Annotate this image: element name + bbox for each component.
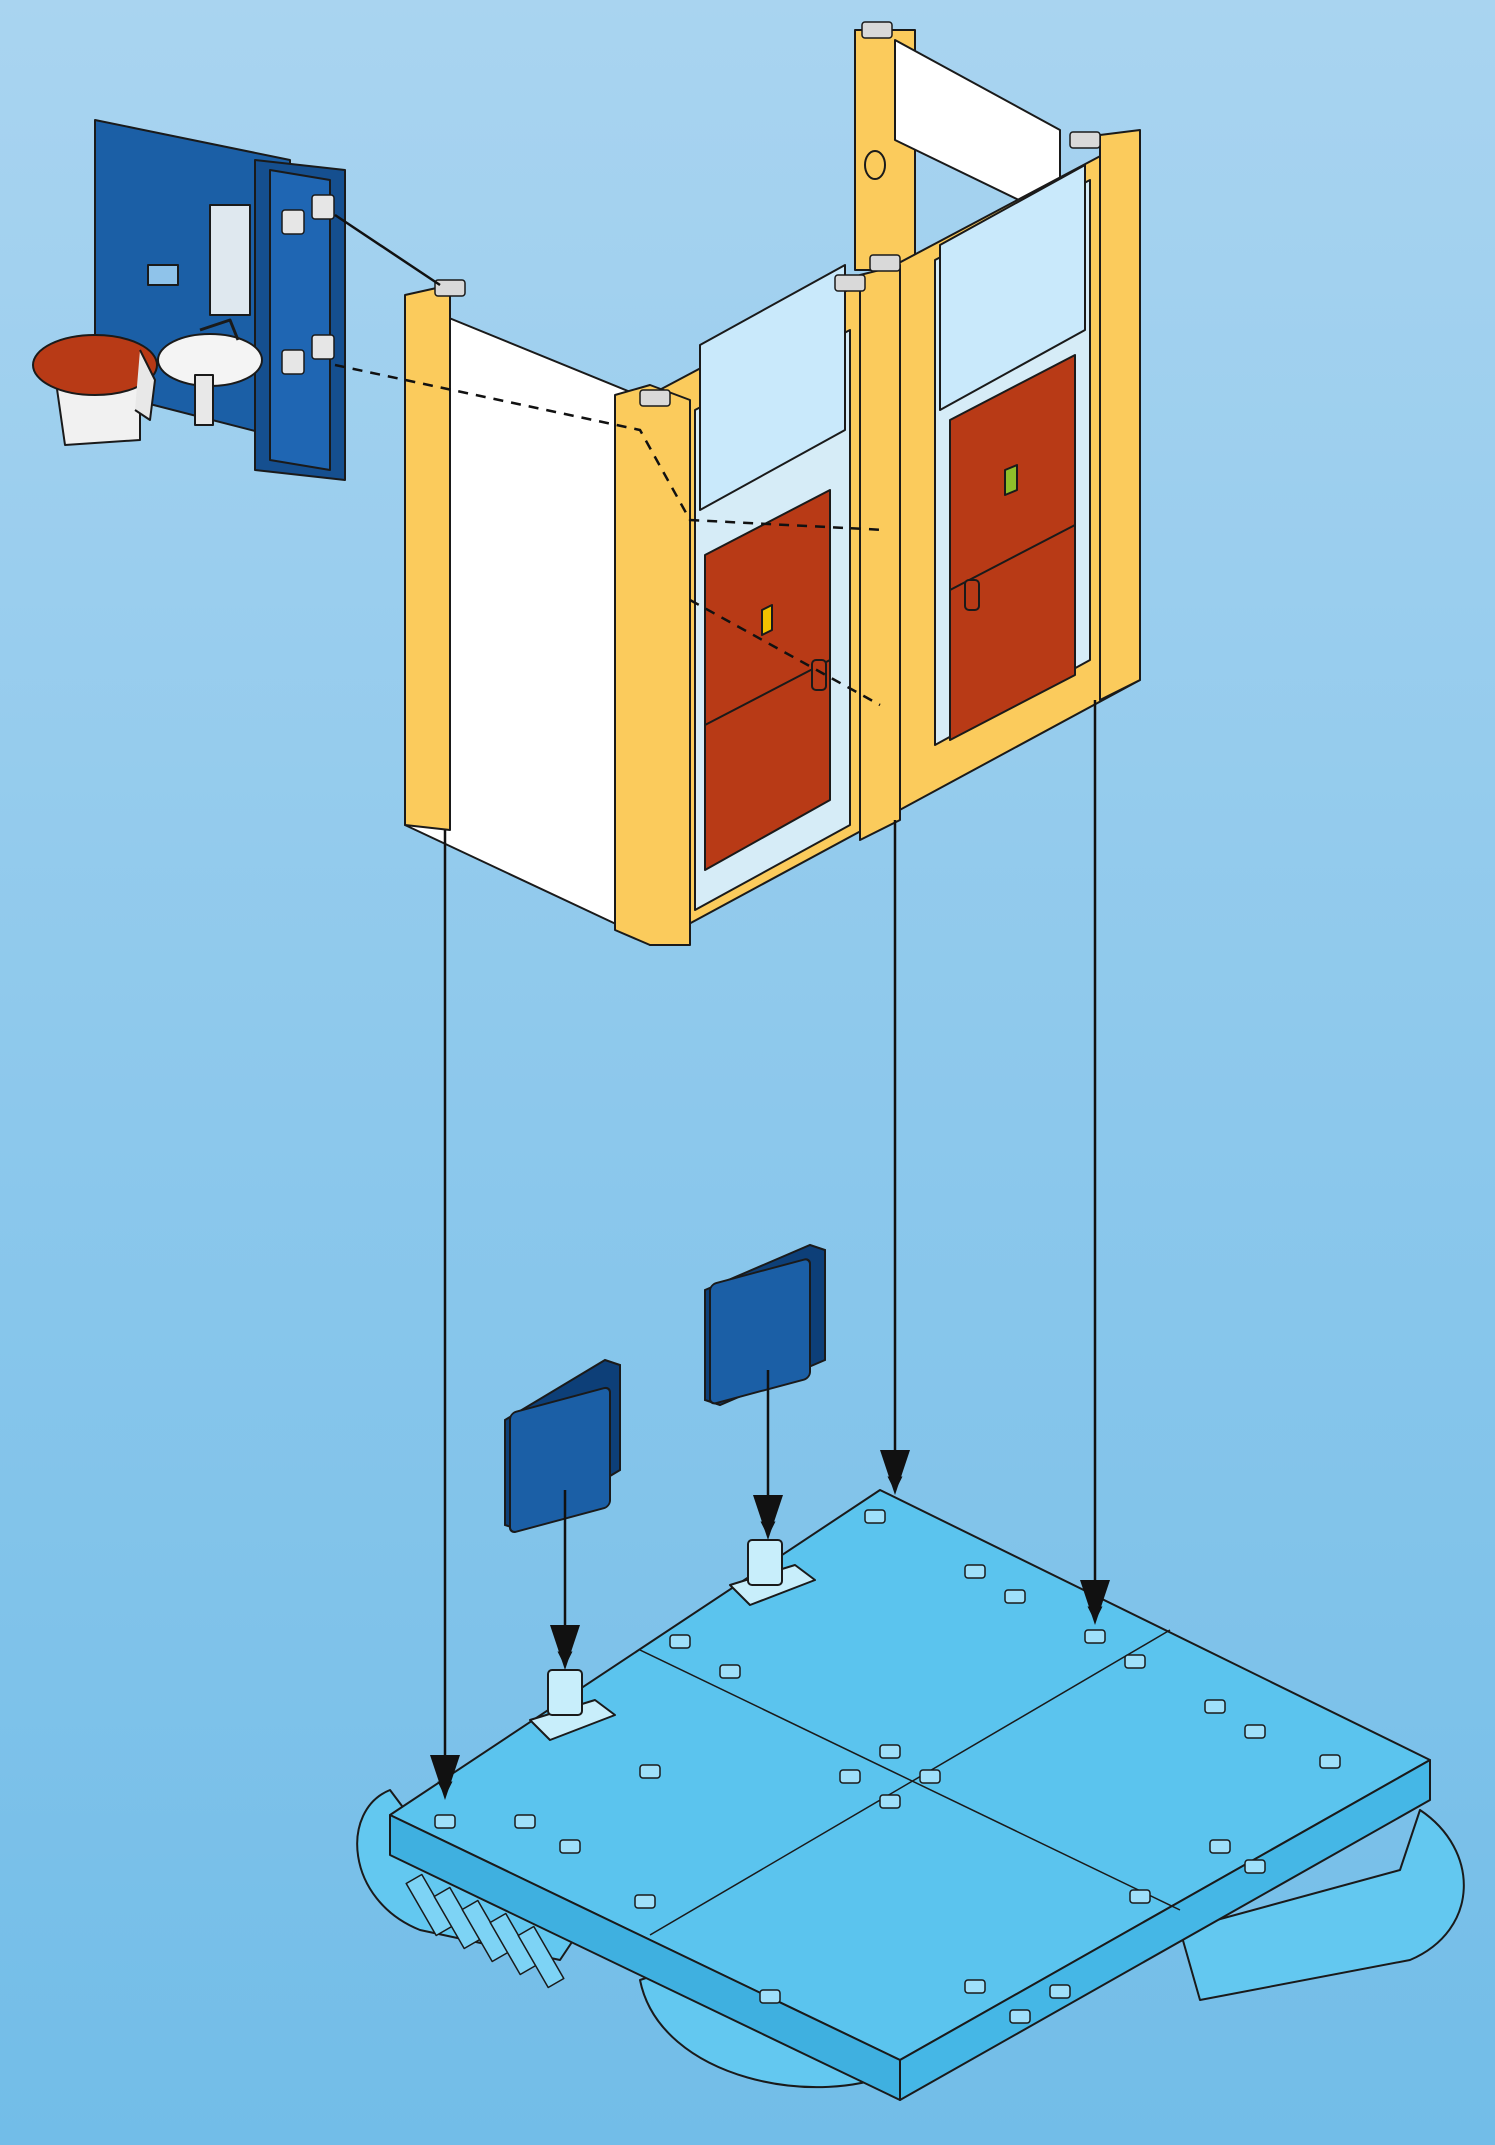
arrowheads — [430, 1450, 1110, 1800]
door-1-panel-line — [704, 659, 831, 726]
toilet-icon — [32, 334, 158, 446]
middle-post — [859, 264, 901, 841]
bathroom-module — [32, 119, 346, 481]
base-studs — [434, 1509, 1341, 2024]
door-1-sign-icon — [761, 604, 773, 636]
door-2-handle — [964, 579, 980, 611]
arrow-module-top — [334, 213, 441, 287]
wall-post-studs — [434, 21, 1101, 407]
module-window — [209, 204, 251, 316]
assembly-arrows — [334, 213, 1103, 1797]
module-connector-strip — [269, 169, 331, 471]
base-right-wing — [1179, 1809, 1465, 2001]
door-1-handle — [811, 659, 827, 691]
glass-pane-1 — [699, 264, 846, 511]
sign-panel-2 — [704, 1243, 826, 1407]
door-2 — [949, 354, 1076, 741]
glass-pane-2 — [939, 164, 1086, 411]
module-vent — [147, 264, 179, 286]
front-corner-post — [614, 384, 691, 946]
base-seam-1 — [639, 1649, 1181, 1911]
arrow-module-dashed-1 — [334, 363, 886, 532]
sign-panel-1 — [504, 1358, 621, 1533]
base-seam-2 — [649, 1629, 1171, 1936]
right-corner-post — [1099, 129, 1141, 701]
base-clip-2 — [729, 1539, 816, 1606]
back-post-knob — [864, 150, 886, 180]
base-clip-1 — [529, 1669, 616, 1741]
base-plate — [356, 1489, 1465, 2101]
wall-with-doors — [404, 21, 1141, 946]
sink-icon — [157, 318, 263, 426]
module-connectors — [281, 194, 335, 375]
arrow-module-dashed-2 — [689, 598, 881, 707]
base-grip — [405, 1873, 565, 1989]
left-corner-post — [404, 284, 451, 831]
door-2-sign-icon — [1004, 464, 1018, 496]
door-1 — [704, 489, 831, 871]
